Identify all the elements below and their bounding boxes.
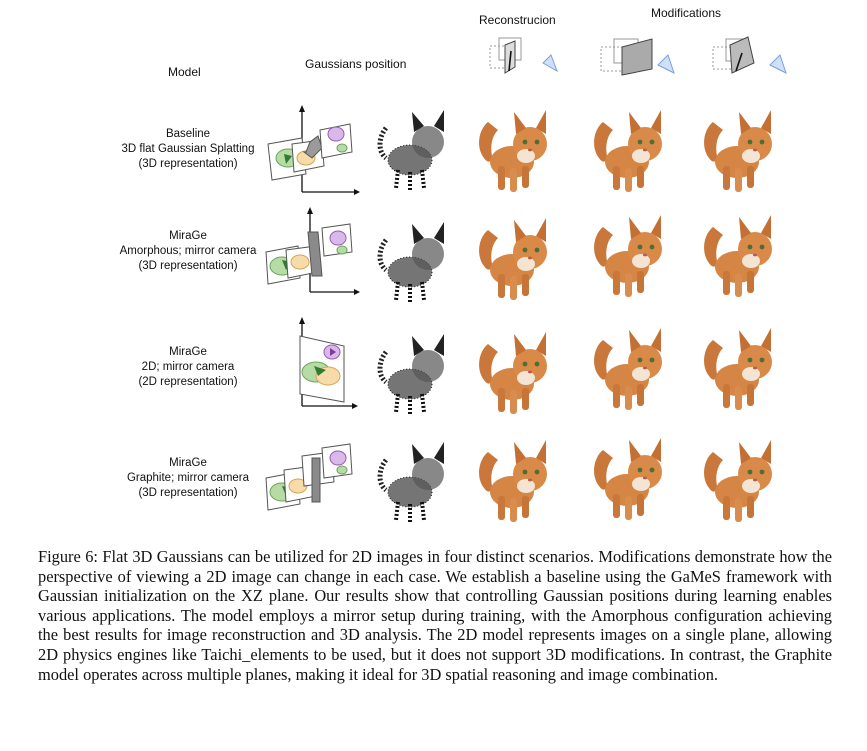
camera-setup-icon <box>489 37 558 74</box>
gaussian-planes-diagram-icon <box>299 317 358 409</box>
reconstruction-thumbnail <box>470 100 560 196</box>
modification-thumbnail <box>695 430 785 526</box>
row-label-subtitle: Graphite; mirror camera <box>126 472 250 484</box>
row-label-amorphous: MiraGe Amorphous; mirror camera (3D repr… <box>103 229 273 274</box>
reconstruction-thumbnail <box>470 430 560 526</box>
header-modifications: Modifications <box>651 6 722 20</box>
gaussian-planes-diagram-icon <box>265 443 353 511</box>
row-label-baseline: Baseline 3D flat Gaussian Splatting (3D … <box>103 127 273 172</box>
row-label-title: Baseline <box>165 128 211 140</box>
row-label-graphite: MiraGe Graphite; mirror camera (3D repre… <box>103 456 273 501</box>
row-label-subtitle: Amorphous; mirror camera <box>119 245 257 257</box>
gaussian-position-thumbnail <box>370 430 460 526</box>
header-reconstruction: Reconstrucion <box>479 13 556 27</box>
row-label-2d: MiraGe 2D; mirror camera (2D representat… <box>103 345 273 390</box>
gaussian-position-thumbnail <box>370 210 460 306</box>
row-label-title: MiraGe <box>169 230 207 242</box>
modification-thumbnail <box>695 100 785 196</box>
modification-thumbnail <box>585 318 675 414</box>
reconstruction-thumbnail <box>470 322 560 418</box>
row-label-title: MiraGe <box>169 346 207 358</box>
figure-caption: Figure 6: Flat 3D Gaussians can be utili… <box>38 547 832 684</box>
row-label-representation: (3D representation) <box>138 487 238 499</box>
header-gaussians-position: Gaussians position <box>305 57 407 71</box>
camera-setup-icon <box>600 38 675 76</box>
row-label-subtitle: 3D flat Gaussian Splatting <box>121 143 255 155</box>
gaussian-planes-diagram-icon <box>267 105 360 195</box>
camera-setup-icon <box>712 36 787 74</box>
modification-thumbnail <box>695 318 785 414</box>
row-label-title: MiraGe <box>169 457 207 469</box>
row-label-subtitle: 2D; mirror camera <box>141 361 235 373</box>
gaussian-planes-diagram-icon <box>265 207 360 295</box>
row-label-representation: (3D representation) <box>138 260 238 272</box>
modification-thumbnail <box>585 205 675 301</box>
gaussian-position-thumbnail <box>370 98 460 194</box>
row-label-representation: (2D representation) <box>138 376 238 388</box>
modification-thumbnail <box>585 428 675 524</box>
modification-thumbnail <box>585 100 675 196</box>
modification-thumbnail <box>695 205 785 301</box>
header-model: Model <box>168 65 201 79</box>
row-label-representation: (3D representation) <box>138 158 238 170</box>
gaussian-position-thumbnail <box>370 322 460 418</box>
reconstruction-thumbnail <box>470 208 560 304</box>
